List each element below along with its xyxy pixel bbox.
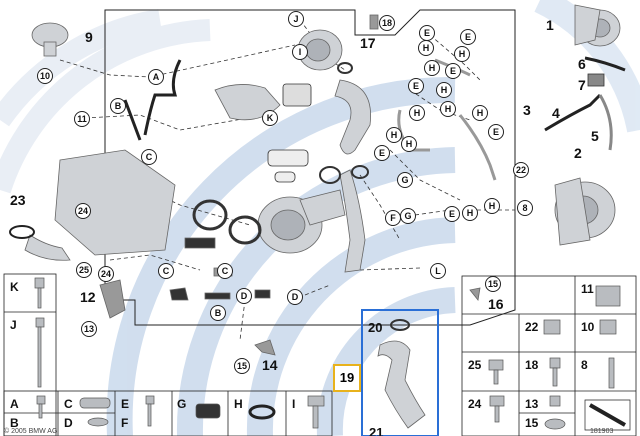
grid-cell-label[interactable]: 11 [581,282,594,296]
part-number-label[interactable]: 1 [546,17,554,33]
grid-cell-label[interactable]: 13 [525,397,539,411]
watermark-pale [0,9,211,194]
grid-cell-label[interactable]: E [121,397,130,411]
callout-circle[interactable]: H [386,127,402,143]
part-number-label[interactable]: 16 [488,296,504,312]
callout-circle[interactable]: 8 [517,200,533,216]
grid-cell-label[interactable]: 18 [525,358,539,372]
callout-circle[interactable]: H [484,198,500,214]
inset-part-label[interactable]: 21 [369,425,384,436]
callout-circle[interactable]: 13 [81,321,97,337]
part-number-label[interactable]: 4 [552,105,560,121]
callout-circle[interactable]: 15 [234,358,250,374]
part-number-label[interactable]: 3 [523,102,531,118]
grid-cell-label[interactable]: F [121,416,129,430]
grid-cell-label[interactable]: G [177,397,187,411]
grid-cell-label[interactable]: H [234,397,243,411]
grid-cell-label[interactable]: I [292,397,296,411]
grid-cell-label[interactable]: A [10,397,19,411]
grid-cell-label[interactable]: 22 [525,320,539,334]
part-number-label[interactable]: 23 [10,192,26,208]
part-number-label[interactable]: 5 [591,128,599,144]
callout-circle[interactable]: H [472,105,488,121]
part-19-highlight-label[interactable]: 19 [333,364,361,392]
callout-circle[interactable]: H [424,60,440,76]
grid-cell-label[interactable]: 24 [468,397,482,411]
callout-circle[interactable]: 24 [75,203,91,219]
grid-cell-label[interactable]: J [10,318,17,332]
callout-circle[interactable]: I [292,44,308,60]
callout-circle[interactable]: H [401,136,417,152]
part-number-label[interactable]: 17 [360,35,376,51]
callout-circle[interactable]: B [110,98,126,114]
part-number-label[interactable]: 7 [578,77,586,93]
part-19-inset-frame [361,309,439,436]
callout-circle[interactable]: A [148,69,164,85]
callout-circle[interactable]: B [210,305,226,321]
callout-circle[interactable]: C [158,263,174,279]
callout-circle[interactable]: 10 [37,68,53,84]
callout-circle[interactable]: 15 [485,276,501,292]
main-frame [104,9,516,326]
part-number-label[interactable]: 6 [578,56,586,72]
callout-circle[interactable]: L [430,263,446,279]
callout-circle[interactable]: F [385,210,401,226]
grid-cell-label[interactable]: K [10,280,19,294]
callout-circle[interactable]: K [262,110,278,126]
callout-circle[interactable]: E [408,78,424,94]
grid-cell-label[interactable]: 25 [468,358,482,372]
part-silhouettes [9,4,626,429]
callout-circle[interactable]: H [462,205,478,221]
callout-circle[interactable]: C [141,149,157,165]
callout-circle[interactable]: H [409,105,425,121]
callout-circle[interactable]: 11 [74,111,90,127]
grid-cell-label[interactable]: 8 [581,358,588,372]
callout-circle[interactable]: E [444,206,460,222]
diagram-id-text: 181903 [590,428,614,435]
callout-circle[interactable]: E [374,145,390,161]
callout-circle[interactable]: J [288,11,304,27]
callout-circle[interactable]: 25 [76,262,92,278]
parts-grid-lines [3,273,637,436]
grid-cell-label[interactable]: 10 [581,320,595,334]
callout-circle[interactable]: H [418,40,434,56]
grid-cell-label[interactable]: B [10,416,19,430]
callout-circle[interactable]: H [454,46,470,62]
callout-circle[interactable]: E [460,29,476,45]
callout-circle[interactable]: E [445,63,461,79]
part-number-label[interactable]: 14 [262,357,278,373]
callout-circle[interactable]: G [400,208,416,224]
inset-part-label[interactable]: 20 [368,320,383,335]
grid-cell-label[interactable]: 15 [525,416,539,430]
part-number-label[interactable]: 2 [574,145,582,161]
grid-cell-label[interactable]: C [64,397,73,411]
callout-circle[interactable]: D [236,288,252,304]
callout-circle[interactable]: E [419,25,435,41]
callout-circle[interactable]: C [217,263,233,279]
callout-circle[interactable]: 22 [513,162,529,178]
grid-cell-label[interactable]: D [64,416,73,430]
part-number-label[interactable]: 9 [85,29,93,45]
callout-circle[interactable]: G [397,172,413,188]
callout-circle[interactable]: H [440,101,456,117]
grid-fasteners [34,277,631,431]
copyright-text: © 2005 BMW AG [4,428,58,435]
callout-circle[interactable]: H [436,82,452,98]
callout-circle[interactable]: 24 [98,266,114,282]
part-number-label[interactable]: 12 [80,289,96,305]
callout-circle[interactable]: D [287,289,303,305]
callout-circle[interactable]: 18 [379,15,395,31]
callout-circle[interactable]: E [488,124,504,140]
